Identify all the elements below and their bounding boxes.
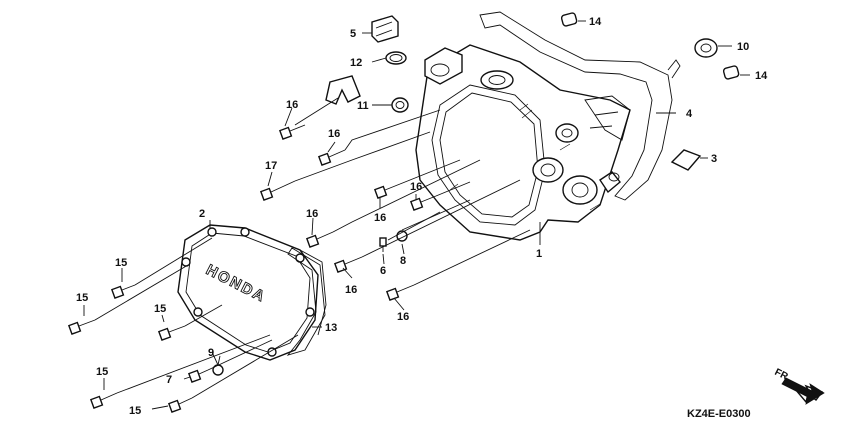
dowel-pin-upper-part (560, 12, 578, 27)
bolt-15-e (167, 397, 193, 413)
callout-13: 13 (325, 322, 337, 334)
callout-7: 7 (166, 374, 172, 386)
callout-9: 9 (208, 347, 214, 359)
callout-12: 12 (350, 57, 362, 69)
bolt-7 (187, 369, 209, 383)
callout-1: 1 (536, 248, 542, 260)
drawing-code: KZ4E-E0300 (687, 408, 751, 420)
callout-15-c: 15 (154, 303, 166, 315)
front-direction-arrow: FR. (773, 367, 825, 405)
bolt-17 (259, 180, 296, 201)
gasket-tab (667, 59, 681, 79)
bolt-16-d (409, 195, 437, 211)
callout-4: 4 (686, 108, 693, 120)
clutch-cover-part: HONDA (177, 224, 327, 361)
bolt-16-b (317, 149, 346, 166)
bolt-16-e (305, 231, 334, 248)
callout-16-d: 16 (374, 212, 386, 224)
o-ring-part (385, 51, 407, 65)
screw-6-part (379, 237, 387, 252)
callout-16-a: 16 (286, 99, 298, 111)
bearing-part (694, 38, 718, 58)
callout-6: 6 (380, 265, 386, 277)
bolt-15-a (110, 284, 136, 299)
callout-2: 2 (199, 208, 205, 220)
callout-16-c: 16 (410, 181, 422, 193)
callout-15-d: 15 (96, 366, 108, 378)
bolt-16-c (373, 183, 401, 199)
callout-10: 10 (737, 41, 749, 53)
dowel-pin-lower-part (722, 65, 740, 80)
plug-part (670, 149, 702, 171)
callout-5: 5 (350, 28, 356, 40)
callout-16-b: 16 (328, 128, 340, 140)
callout-15-e: 15 (129, 405, 141, 417)
leader-lines (83, 20, 750, 410)
callout-14-right: 14 (755, 70, 768, 82)
bolt-15-d (89, 392, 118, 409)
oil-filler-cap-part (371, 15, 399, 43)
callout-15-b: 15 (76, 292, 88, 304)
callout-16-f: 16 (345, 284, 357, 296)
clutch-cover-gasket-part (286, 247, 326, 356)
bolt-15-c (157, 325, 186, 341)
callout-16-e: 16 (306, 208, 318, 220)
callout-15-a: 15 (115, 257, 127, 269)
bolt-16-g (385, 284, 415, 301)
callout-16-g: 16 (397, 311, 409, 323)
callout-labels: 1 2 3 4 5 6 7 8 9 10 11 12 13 14 14 15 1… (76, 16, 768, 417)
crankcase-gasket-part (479, 11, 673, 201)
hose-clip-part (325, 75, 361, 105)
bolt-15-b (67, 319, 96, 335)
bolt-16-f (333, 256, 363, 273)
callout-14-top: 14 (589, 16, 602, 28)
callout-17: 17 (265, 160, 277, 172)
right-crankcase-part (415, 44, 631, 241)
oil-seal-part (391, 97, 409, 113)
bolt-16-a (278, 124, 306, 140)
callout-11: 11 (357, 100, 369, 112)
callout-3: 3 (711, 153, 717, 165)
callout-8: 8 (400, 255, 406, 267)
